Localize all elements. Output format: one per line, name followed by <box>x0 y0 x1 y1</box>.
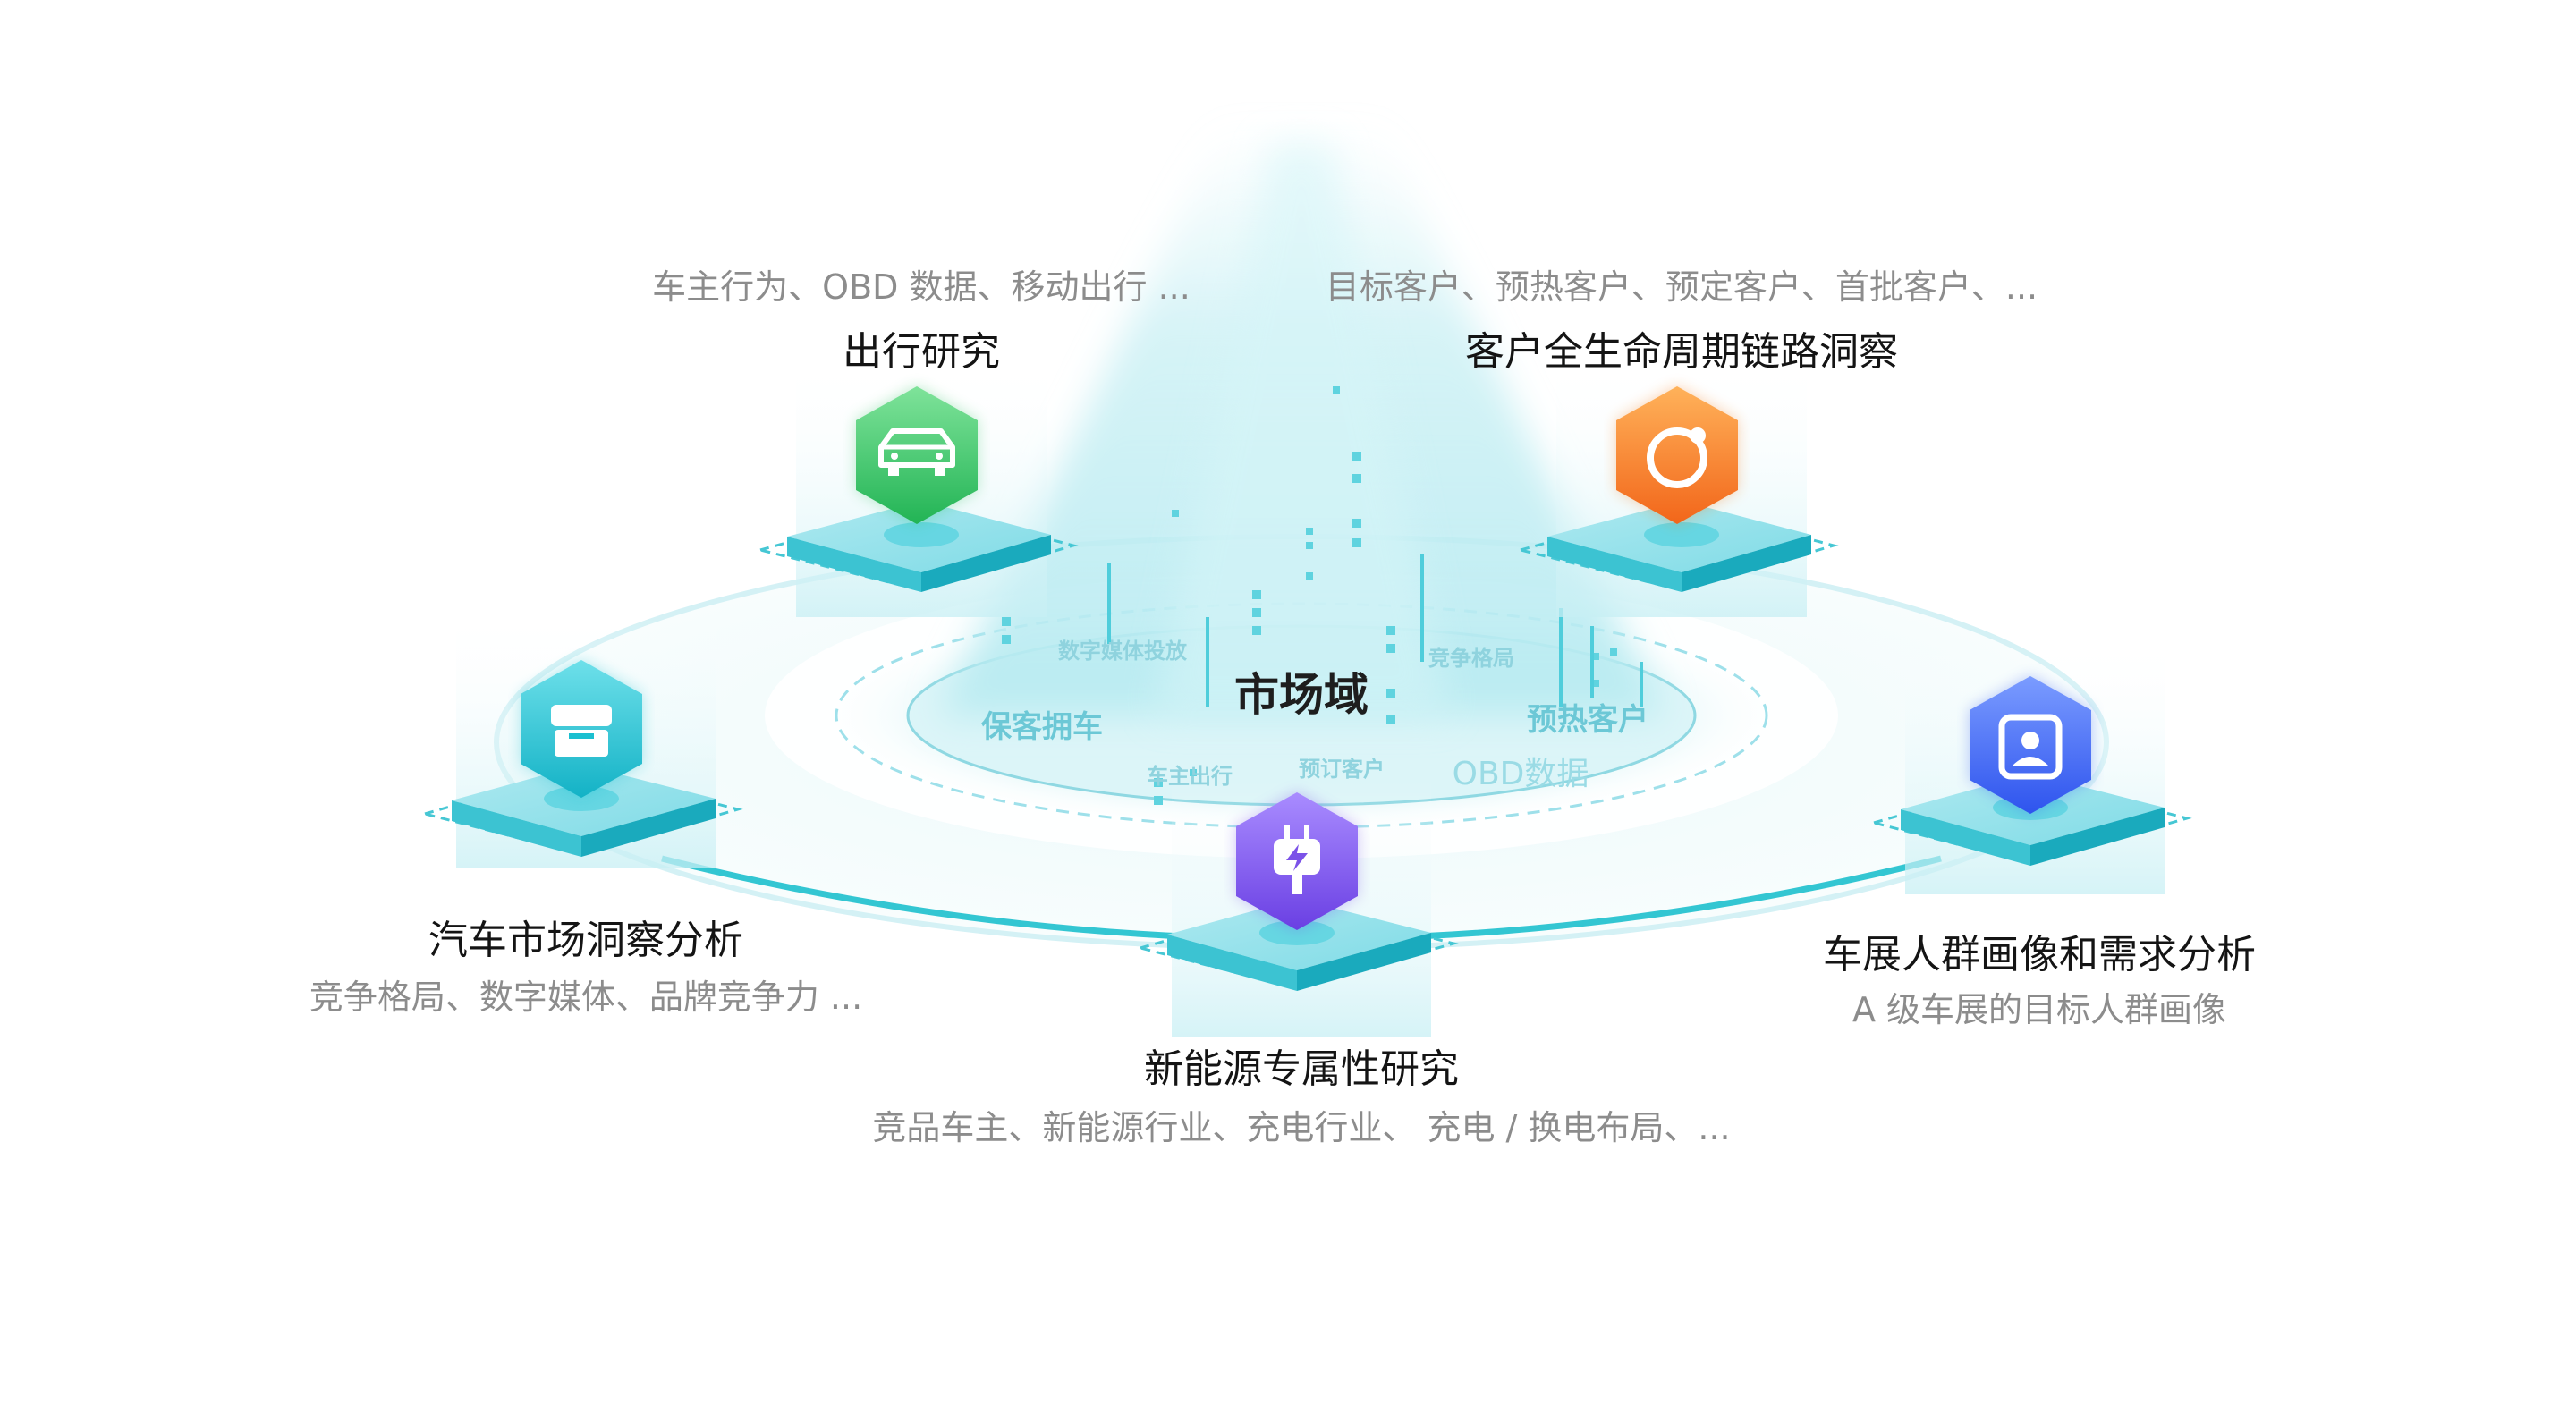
lifecycle-desc: 目标客户、预热客户、预定客户、首批客户、... <box>1325 267 2038 307</box>
travel-desc: 车主行为、OBD 数据、移动出行 ... <box>652 267 1191 307</box>
center-title: 市场域 <box>1234 669 1368 721</box>
store-icon <box>521 660 642 798</box>
charging-plug-icon <box>1236 792 1358 930</box>
auto-show-title: 车展人群画像和需求分析 <box>1823 932 2256 978</box>
data-lines <box>1107 554 1643 707</box>
auto-show-desc: A 级车展的目标人群画像 <box>1852 990 2227 1029</box>
target-ring-icon <box>1616 386 1738 524</box>
market-desc: 竞争格局、数字媒体、品牌竞争力 ... <box>309 978 863 1017</box>
ring-label-preheat-customer: 预热客户 <box>1527 702 1648 738</box>
ring-label-owner-travel: 车主出行 <box>1147 764 1233 789</box>
data-particles <box>1002 386 1617 805</box>
new-energy-desc: 竞品车主、新能源行业、充电行业、 充电 / 换电布局、... <box>872 1108 1731 1147</box>
ring-label-obd-data: OBD数据 <box>1452 756 1589 792</box>
portrait-icon <box>1970 676 2091 814</box>
ring-label-digital-media: 数字媒体投放 <box>1058 639 1187 664</box>
car-icon <box>856 386 978 524</box>
travel-title: 出行研究 <box>843 329 1000 375</box>
market-title: 汽车市场洞察分析 <box>428 918 743 963</box>
new-energy-title: 新能源专属性研究 <box>1144 1046 1459 1092</box>
ring-label-booked-customer: 预订客户 <box>1299 757 1385 782</box>
ring-label-keep-car: 保客拥车 <box>981 709 1103 745</box>
light-beam <box>939 125 1664 715</box>
lifecycle-title: 客户全生命周期链路洞察 <box>1465 329 1898 375</box>
ring-label-competition: 竞争格局 <box>1428 646 1514 671</box>
